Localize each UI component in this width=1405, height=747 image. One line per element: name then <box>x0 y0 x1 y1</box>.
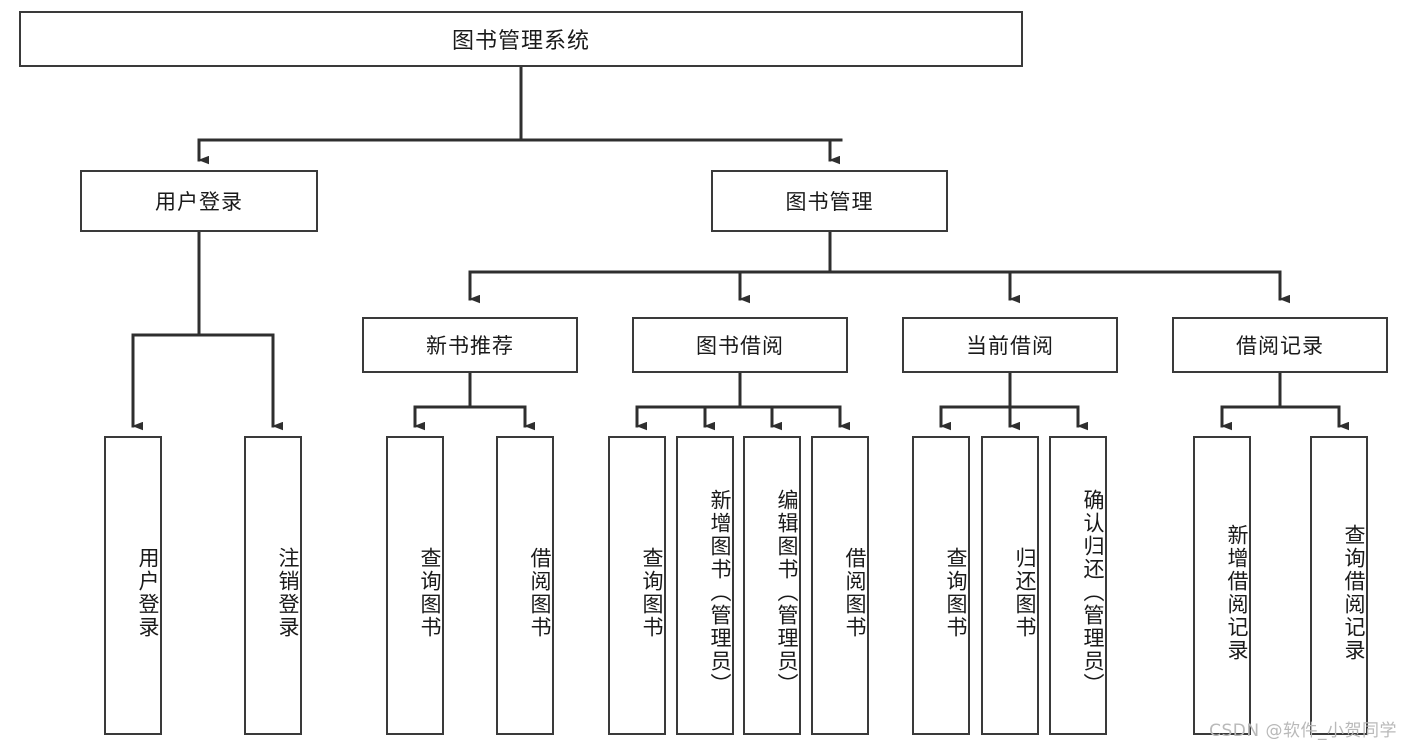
leaf-borrow-record-add[interactable]: 新增借阅记录 <box>1193 436 1251 735</box>
node-borrow-record[interactable]: 借阅记录 <box>1172 317 1388 373</box>
leaf-current-borrow-confirm[interactable]: 确认归还（管理员） <box>1049 436 1107 735</box>
node-label: 借阅图书 <box>528 546 552 639</box>
node-label: 用户登录 <box>136 546 160 639</box>
leaf-book-borrow-query[interactable]: 查询图书 <box>608 436 666 735</box>
leaf-book-borrow-borrow[interactable]: 借阅图书 <box>811 436 869 735</box>
leaf-book-borrow-add[interactable]: 新增图书（管理员） <box>676 436 734 735</box>
node-new-book-recommend[interactable]: 新书推荐 <box>362 317 578 373</box>
leaf-book-borrow-edit[interactable]: 编辑图书（管理员） <box>743 436 801 735</box>
node-label: 查询图书 <box>944 546 968 639</box>
node-label: 注销登录 <box>276 546 300 639</box>
node-label: 新增借阅记录 <box>1225 523 1249 662</box>
node-label: 借阅记录 <box>1236 334 1324 358</box>
node-label: 图书借阅 <box>696 334 784 358</box>
node-label: 查询借阅记录 <box>1342 523 1366 662</box>
node-label: 编辑图书（管理员） <box>775 489 799 696</box>
node-label: 借阅图书 <box>843 546 867 639</box>
leaf-user-login-login[interactable]: 用户登录 <box>104 436 162 735</box>
leaf-borrow-record-query[interactable]: 查询借阅记录 <box>1310 436 1368 735</box>
node-label: 当前借阅 <box>966 334 1054 358</box>
node-label: 新书推荐 <box>426 334 514 358</box>
node-book-management[interactable]: 图书管理 <box>711 170 948 232</box>
node-label: 图书管理 <box>785 190 874 214</box>
leaf-new-book-borrow[interactable]: 借阅图书 <box>496 436 554 735</box>
leaf-new-book-query[interactable]: 查询图书 <box>386 436 444 735</box>
leaf-user-login-logout[interactable]: 注销登录 <box>244 436 302 735</box>
node-label: 用户登录 <box>155 190 243 214</box>
node-label: 查询图书 <box>640 546 664 639</box>
node-label: 图书管理系统 <box>451 29 590 54</box>
leaf-current-borrow-query[interactable]: 查询图书 <box>912 436 970 735</box>
node-label: 新增图书（管理员） <box>708 489 732 696</box>
node-label: 确认归还（管理员） <box>1081 489 1105 696</box>
leaf-current-borrow-return[interactable]: 归还图书 <box>981 436 1039 735</box>
node-label: 查询图书 <box>418 546 442 639</box>
node-current-borrow[interactable]: 当前借阅 <box>902 317 1118 373</box>
node-user-login[interactable]: 用户登录 <box>80 170 318 232</box>
watermark: CSDN @软件_小贺同学 <box>1209 721 1397 741</box>
node-root-system[interactable]: 图书管理系统 <box>19 11 1023 67</box>
node-book-borrow[interactable]: 图书借阅 <box>632 317 848 373</box>
node-label: 归还图书 <box>1013 546 1037 639</box>
